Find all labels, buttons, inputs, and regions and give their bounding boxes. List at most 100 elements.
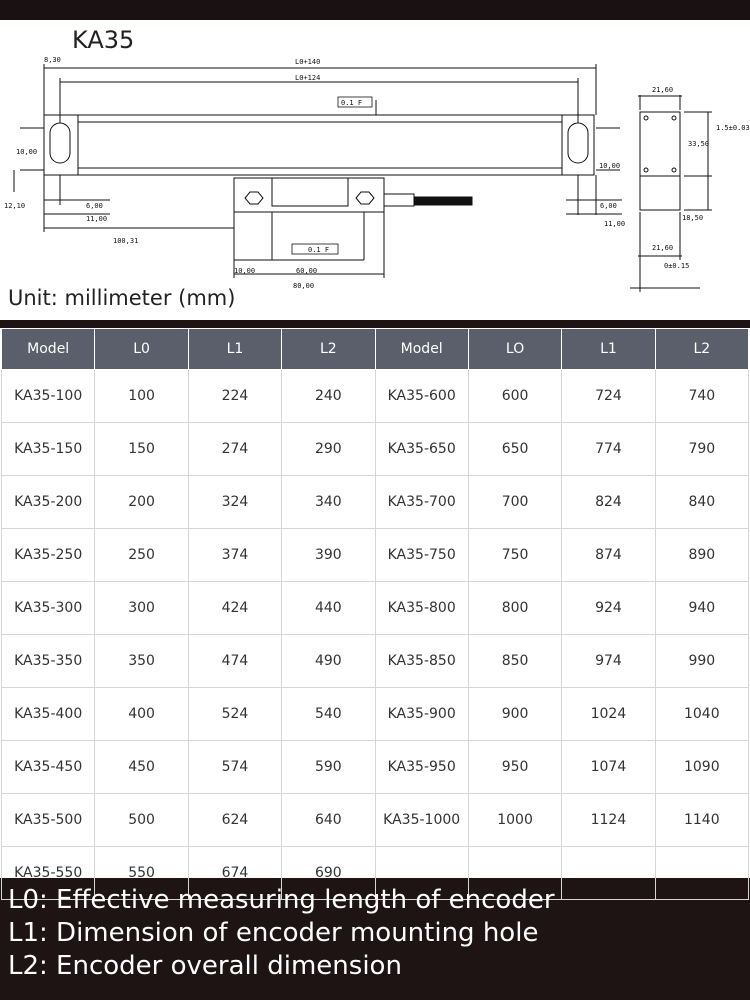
table-cell: 600: [467, 369, 563, 423]
table-cell: KA35-700: [374, 475, 469, 529]
unit-label: Unit: millimeter (mm): [8, 286, 236, 310]
table-cell: 740: [654, 369, 750, 423]
dim-label: 0±0.15: [664, 262, 689, 270]
encoder-dimension-drawing: 8,30 L0+140 L0+124 0.1 F 10,00 12,10 6,0…: [4, 56, 750, 292]
table-cell: 724: [561, 369, 656, 423]
dim-label: 10,00: [234, 267, 255, 275]
table-cell: [654, 846, 750, 900]
table-cell: KA35-900: [374, 687, 469, 741]
table-cell: 424: [187, 581, 283, 635]
table-cell: 1000: [467, 793, 563, 847]
dim-label: 10,00: [599, 162, 620, 170]
column-header: L1: [561, 328, 656, 370]
table-cell: 1074: [561, 740, 656, 794]
table-cell: 850: [467, 634, 563, 688]
table-cell: 950: [467, 740, 563, 794]
legend-l1: L1: Dimension of encoder mounting hole: [8, 918, 539, 948]
head-screw-left: [244, 191, 264, 205]
table-cell: 200: [94, 475, 189, 529]
side-view-lower: [639, 175, 681, 211]
table-cell: 700: [467, 475, 563, 529]
dim-label: 21,60: [652, 86, 673, 94]
dim-label: 100,31: [113, 237, 138, 245]
table-cell: 150: [94, 422, 189, 476]
table-cell: KA35-400: [0, 687, 96, 741]
dim-label: 11,00: [604, 220, 625, 228]
table-cell: [374, 846, 469, 900]
table-cell: 1140: [654, 793, 750, 847]
model-title: KA35: [72, 26, 135, 54]
table-cell: KA35-100: [0, 369, 96, 423]
legend-l2: L2: Encoder overall dimension: [8, 951, 402, 981]
table-cell: [561, 846, 656, 900]
table-header-row: Model L0 L1 L2 Model LO L1 L2: [0, 328, 750, 370]
table-cell: 490: [281, 634, 376, 688]
table-cell: 1040: [654, 687, 750, 741]
table-cell: 574: [187, 740, 283, 794]
table-cell: 250: [94, 528, 189, 582]
table-cell: 474: [187, 634, 283, 688]
left-mount-slot: [49, 122, 71, 164]
table-cell: KA35-250: [0, 528, 96, 582]
table-cell: KA35-500: [0, 793, 96, 847]
table-cell: 300: [94, 581, 189, 635]
dim-label: 33,50: [688, 140, 709, 148]
table-cell: 824: [561, 475, 656, 529]
table-cell: 750: [467, 528, 563, 582]
column-header: L2: [654, 328, 750, 370]
table-cell: 374: [187, 528, 283, 582]
table-cell: KA35-1000: [374, 793, 469, 847]
dim-label: 18,50: [682, 214, 703, 222]
dim-label: 1.5±0.03: [716, 124, 750, 132]
table-cell: 1090: [654, 740, 750, 794]
head-screw-right: [355, 191, 375, 205]
table-cell: 274: [187, 422, 283, 476]
table-cell: KA35-550: [0, 846, 96, 900]
table-cell: 900: [467, 687, 563, 741]
dim-label: 60,00: [296, 267, 317, 275]
table-cell: 640: [281, 793, 376, 847]
dim-label: 80,00: [293, 282, 314, 290]
table-cell: 924: [561, 581, 656, 635]
dim-label: 6,00: [86, 202, 103, 210]
table-cell: KA35-800: [374, 581, 469, 635]
scale-body-outline: [43, 114, 595, 176]
table-cell: 100: [94, 369, 189, 423]
table-cell: 890: [654, 528, 750, 582]
table-cell: 350: [94, 634, 189, 688]
table-cell: KA35-650: [374, 422, 469, 476]
table-cell: KA35-450: [0, 740, 96, 794]
dim-label: 8,30: [44, 56, 61, 64]
tolerance-label: 0.1 F: [308, 246, 329, 254]
table-cell: 324: [187, 475, 283, 529]
table-cell: 690: [281, 846, 376, 900]
column-header: Model: [374, 328, 469, 370]
table-cell: 874: [561, 528, 656, 582]
table-cell: 500: [94, 793, 189, 847]
table-cell: 550: [94, 846, 189, 900]
legend-l0: L0: Effective measuring length of encode…: [8, 885, 555, 915]
table-cell: 224: [187, 369, 283, 423]
dim-label: 6,00: [600, 202, 617, 210]
table-cell: [467, 846, 563, 900]
cable: [413, 196, 473, 206]
tolerance-label: 0.1 F: [341, 99, 362, 107]
column-header: L1: [187, 328, 283, 370]
column-header: Model: [0, 328, 96, 370]
table-cell: 524: [187, 687, 283, 741]
dim-label: 11,00: [86, 215, 107, 223]
table-cell: 240: [281, 369, 376, 423]
table-cell: 290: [281, 422, 376, 476]
table-cell: KA35-950: [374, 740, 469, 794]
dim-label: L0+124: [295, 74, 320, 82]
legend: L0: Effective measuring length of encode…: [8, 884, 555, 983]
table-cell: 450: [94, 740, 189, 794]
table-cell: KA35-150: [0, 422, 96, 476]
